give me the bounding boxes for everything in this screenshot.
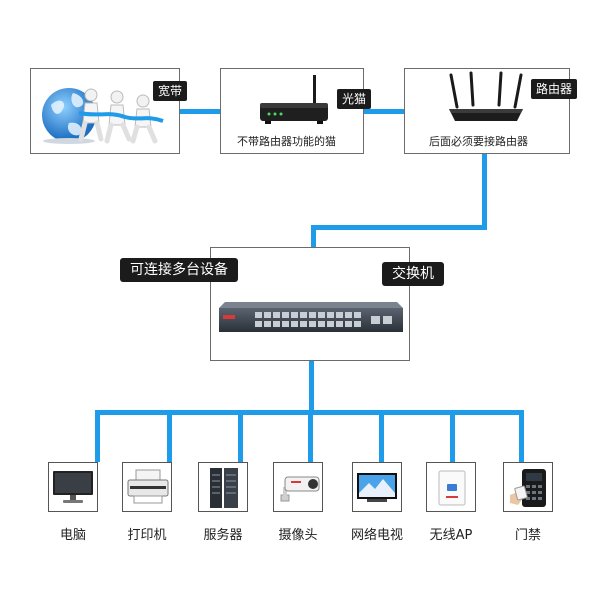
switch-tag: 交换机	[382, 262, 444, 286]
wire-drop-ap	[450, 410, 455, 462]
device-label-computer: 电脑	[59, 528, 86, 543]
wire-drop-printer	[167, 410, 172, 462]
printer-icon	[126, 468, 170, 506]
device-tv	[352, 462, 402, 512]
switch-note: 可连接多台设备	[120, 258, 238, 282]
modem-caption: 不带路由器功能的猫	[237, 135, 336, 148]
device-server	[198, 462, 248, 512]
television-icon	[355, 471, 399, 505]
wire-to-switch	[311, 225, 316, 247]
server-rack-icon	[209, 467, 239, 509]
router-tag: 路由器	[530, 79, 577, 99]
device-printer	[122, 462, 172, 512]
modem-icon	[255, 73, 335, 129]
wireless-ap-icon	[438, 470, 466, 506]
wire-drop-computer	[95, 410, 100, 462]
router-caption: 后面必须要接路由器	[429, 135, 528, 148]
wire-drop-tv	[379, 410, 384, 462]
wire-drop-camera	[308, 410, 313, 462]
wire-broadband-modem	[178, 109, 222, 114]
wire-router-down	[482, 150, 487, 228]
device-label-printer: 打印机	[127, 528, 167, 543]
modem-node: 光猫 不带路由器功能的猫	[220, 68, 371, 154]
wire-modem-router	[362, 109, 406, 114]
router-node: 路由器 后面必须要接路由器	[404, 68, 577, 154]
broadband-node: 宽带	[30, 68, 187, 154]
modem-tag: 光猫	[336, 89, 371, 109]
computer-monitor-icon	[51, 469, 95, 505]
security-camera-icon	[277, 473, 321, 503]
device-label-tv: 网络电视	[350, 528, 403, 543]
device-label-access: 门禁	[514, 528, 541, 543]
broadband-tag: 宽带	[152, 81, 187, 101]
device-ap	[426, 462, 476, 512]
access-control-icon	[508, 467, 550, 509]
router-icon	[441, 71, 531, 127]
wire-switch-down	[309, 360, 314, 413]
device-camera	[273, 462, 323, 512]
wire-drop-server	[238, 410, 243, 462]
device-label-ap: 无线AP	[429, 528, 473, 543]
device-access	[503, 462, 553, 512]
device-label-camera: 摄像头	[278, 528, 318, 543]
switch-node	[210, 247, 410, 361]
device-label-server: 服务器	[203, 528, 243, 543]
network-switch-icon	[219, 298, 403, 338]
wire-drop-access	[519, 410, 524, 462]
device-computer	[48, 462, 98, 512]
wire-router-horizontal	[311, 225, 487, 230]
people-globe-icon	[39, 77, 169, 147]
